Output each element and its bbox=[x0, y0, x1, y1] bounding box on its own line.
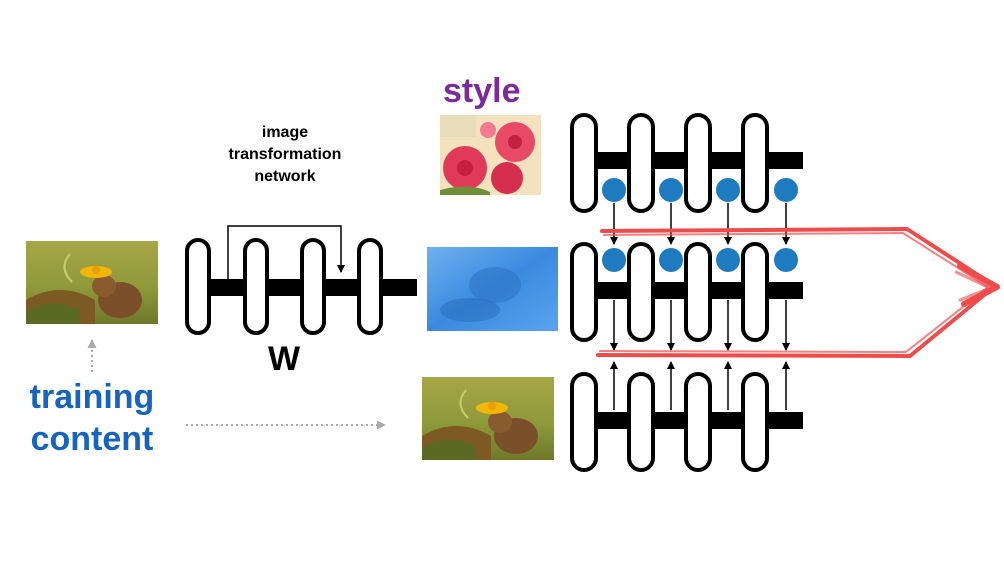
loss-layer bbox=[741, 113, 769, 213]
loss-layer bbox=[627, 242, 655, 342]
loss-network-style bbox=[570, 113, 803, 213]
style-image bbox=[440, 115, 541, 195]
skip-connection-arrow bbox=[227, 225, 345, 280]
loss-layer bbox=[570, 372, 598, 472]
loss-network-output bbox=[570, 242, 803, 342]
loss-layer bbox=[684, 113, 712, 213]
loss-layer bbox=[570, 113, 598, 213]
content-image bbox=[26, 241, 158, 324]
loss-layer bbox=[570, 242, 598, 342]
network-label-line: image bbox=[261, 124, 309, 141]
training-content-label: training content bbox=[22, 376, 162, 460]
network-layer bbox=[243, 238, 269, 335]
gram-neuron bbox=[774, 248, 798, 272]
gram-neuron bbox=[602, 178, 626, 202]
transformation-network bbox=[185, 225, 417, 335]
loss-layer bbox=[627, 113, 655, 213]
network-layer bbox=[185, 238, 211, 335]
gram-neuron bbox=[659, 248, 683, 272]
loss-network-content bbox=[570, 372, 803, 472]
loss-layer bbox=[741, 372, 769, 472]
loss-layer bbox=[741, 242, 769, 342]
content-loss-arrows bbox=[610, 300, 790, 410]
output-image bbox=[427, 247, 558, 331]
red-highlight-arrow-icon bbox=[596, 227, 1000, 358]
content-image-copy bbox=[422, 377, 554, 460]
network-layer bbox=[300, 238, 326, 335]
style-label: style bbox=[443, 72, 521, 110]
training-content-line: content bbox=[30, 420, 154, 458]
gram-neuron bbox=[602, 248, 626, 272]
weights-label: W bbox=[268, 340, 301, 378]
network-label: image transformation network bbox=[205, 122, 365, 188]
network-label-line: network bbox=[254, 168, 316, 185]
gram-neuron bbox=[659, 178, 683, 202]
training-content-line: training bbox=[29, 378, 155, 416]
gram-neuron bbox=[716, 178, 740, 202]
gram-neuron bbox=[716, 248, 740, 272]
loss-layer bbox=[627, 372, 655, 472]
style-loss-arrows bbox=[610, 203, 790, 245]
loss-layer bbox=[684, 372, 712, 472]
loss-layer bbox=[684, 242, 712, 342]
gram-neuron bbox=[774, 178, 798, 202]
network-layer bbox=[357, 238, 383, 335]
network-label-line: transformation bbox=[228, 146, 342, 163]
